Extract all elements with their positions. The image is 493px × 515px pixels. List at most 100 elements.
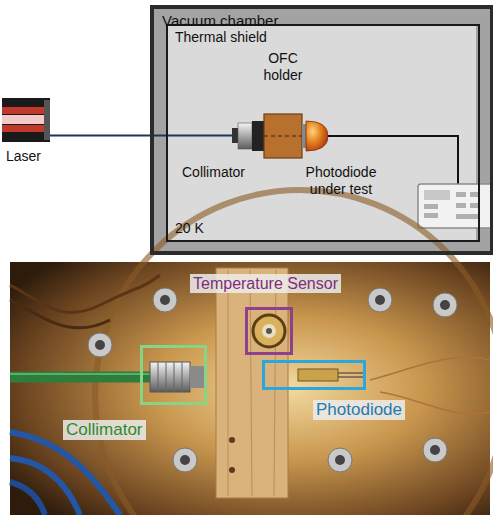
- node-label: 20 K: [175, 220, 471, 237]
- wire: [370, 357, 490, 380]
- holder-node: OFC holder: [264, 114, 302, 158]
- laser-stripe: [2, 125, 44, 132]
- collimator-symbol: [232, 121, 264, 151]
- node-label: Temperature Sensor: [190, 274, 341, 293]
- blue-cable: [10, 482, 45, 515]
- screw-socket: [430, 445, 440, 455]
- screw: [433, 293, 457, 317]
- collimator-connector: [232, 128, 238, 143]
- instrument-icon: [418, 184, 493, 228]
- screw-head: [153, 288, 177, 312]
- shield-box: Thermal shield20 KCollimatorOFC holderPh…: [166, 24, 480, 242]
- lab-photo: [10, 190, 493, 515]
- sensor-body: [253, 315, 285, 347]
- knurl-line: [174, 362, 175, 392]
- sensor-face: [262, 324, 276, 338]
- screw: [153, 288, 177, 312]
- photodiode-base: [302, 124, 306, 148]
- instrument-key: [456, 203, 466, 208]
- screw-head: [368, 288, 392, 312]
- knurl-line: [182, 362, 183, 392]
- node-label: Thermal shield: [175, 29, 471, 46]
- wood-hole: [229, 437, 235, 443]
- instrument-key: [424, 204, 438, 209]
- knurl-line: [158, 362, 159, 392]
- screw-socket: [180, 455, 190, 465]
- photodiode-can: [298, 369, 338, 381]
- node-label: Photodiode under test: [298, 164, 384, 198]
- screw-socket: [95, 340, 105, 350]
- node-label: Collimator: [182, 164, 245, 181]
- laser-stripe: [2, 115, 44, 124]
- collimator-nose: [190, 366, 206, 388]
- instrument-key: [424, 213, 438, 218]
- wood-grain: [250, 270, 252, 496]
- node-label: Laser: [6, 148, 41, 165]
- wood-grain: [274, 270, 276, 496]
- copper-plate-edge: [95, 190, 493, 515]
- photo-ground: [10, 262, 490, 515]
- node-label: Photodiode: [313, 400, 405, 420]
- laser-node: Laser: [2, 98, 50, 142]
- screw-head: [173, 448, 197, 472]
- collimator-barrel: [150, 362, 190, 392]
- highlight-box: Temperature Sensor: [245, 307, 293, 355]
- blue-cable: [10, 458, 80, 515]
- screw: [173, 448, 197, 472]
- holder-block: [264, 114, 302, 158]
- knurl-line: [166, 362, 167, 392]
- photodiode-part: [298, 369, 364, 381]
- photodiode-lead: [338, 373, 364, 374]
- laser-stripe: [2, 107, 44, 114]
- collimator-part: [150, 362, 206, 392]
- instrument-key: [456, 214, 480, 219]
- screw: [88, 333, 112, 357]
- wood-grain: [228, 270, 229, 496]
- holder-bore: [264, 135, 302, 136]
- node-label: OFC holder: [253, 50, 313, 84]
- instrument-display: [424, 190, 450, 200]
- sensor-center: [266, 328, 272, 334]
- photodiode-lead: [338, 377, 364, 378]
- blue-cable: [10, 432, 120, 515]
- screw: [368, 288, 392, 312]
- screw-socket: [440, 300, 450, 310]
- photodiode-node: Photodiode under test: [302, 120, 328, 152]
- label-holder: Laser: [6, 148, 41, 165]
- instrument-key: [456, 192, 466, 197]
- wood-holder: [216, 268, 288, 498]
- highlight-box: Photodiode: [262, 360, 366, 390]
- screw: [328, 448, 352, 472]
- temperature-sensor: [253, 315, 285, 347]
- laser-body: [2, 98, 50, 142]
- laser-symbol: [2, 98, 50, 142]
- photodiode-dome: [306, 121, 328, 151]
- wood-hole: [229, 467, 235, 473]
- screw-head: [423, 438, 447, 462]
- label-holder: Collimator: [182, 164, 245, 181]
- collimator-barrel: [238, 123, 252, 149]
- node-label: Collimator: [63, 420, 146, 440]
- highlight-box: Collimator: [140, 345, 207, 405]
- label-holder: OFC holder: [253, 50, 313, 84]
- wire: [10, 300, 110, 328]
- photodiode-symbol: [302, 121, 328, 151]
- collimator-node: Collimator: [232, 121, 264, 150]
- screw-head: [433, 293, 457, 317]
- green-fiber-cable: [10, 372, 150, 383]
- cable-highlight: [10, 373, 150, 375]
- laser-cap: [44, 100, 50, 140]
- instrument-case: [418, 184, 493, 228]
- screw-socket: [160, 295, 170, 305]
- screw-socket: [335, 455, 345, 465]
- screw: [423, 438, 447, 462]
- label-holder: Collimator: [63, 420, 146, 440]
- node-label: Vacuum chamber: [162, 12, 482, 30]
- chamber-box: Vacuum chamberThermal shield 20 K Collimat…: [150, 5, 493, 255]
- collimator-ring: [252, 121, 264, 151]
- wire: [10, 275, 160, 312]
- label-holder: Photodiode under test: [298, 164, 384, 198]
- label-holder: Photodiode: [313, 400, 405, 420]
- ofc-holder-symbol: [264, 114, 302, 158]
